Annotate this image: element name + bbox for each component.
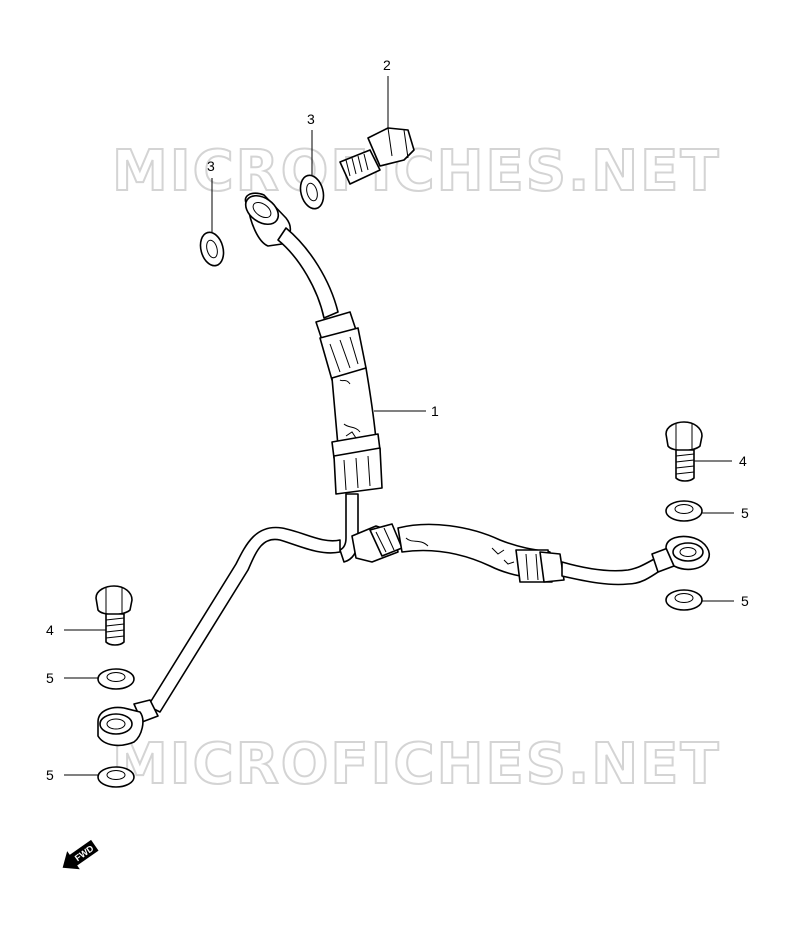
upper-crimp-collar [315, 311, 367, 381]
upper-steel-tube [277, 227, 339, 319]
right-crimp-collar [515, 549, 565, 583]
callout-2: 2 [383, 57, 391, 73]
right-banjo-fitting [665, 535, 710, 571]
callout-5-right-lower: 5 [741, 593, 749, 609]
callout-5-right-upper: 5 [741, 505, 749, 521]
callout-5-left-lower: 5 [46, 767, 54, 783]
washer-5-left-upper [97, 668, 135, 690]
right-steel-line [561, 555, 665, 586]
bolt-4-right [665, 421, 703, 482]
forward-arrow-icon: FWD [62, 839, 99, 870]
union-bolt [339, 127, 415, 185]
bolt-4-left [95, 585, 133, 646]
washer-5-right-upper [665, 500, 703, 522]
left-banjo-fitting [97, 706, 144, 747]
lower-crimp-collar [331, 433, 383, 495]
washer-5-left-lower [97, 766, 135, 788]
callout-4-right: 4 [739, 453, 747, 469]
callout-5-left-upper: 5 [46, 670, 54, 686]
oil-hose-assembly [97, 192, 710, 747]
callout-1: 1 [431, 403, 439, 419]
callout-3-left: 3 [207, 158, 215, 174]
callout-4-left: 4 [46, 622, 54, 638]
upper-banjo-fitting [244, 192, 292, 247]
washer-5-right-lower [665, 589, 703, 611]
washer-3-right [299, 174, 325, 210]
watermark-bottom: MICROFICHES.NET [112, 732, 721, 797]
callout-3-right: 3 [307, 111, 315, 127]
watermark-top: MICROFICHES.NET [112, 139, 721, 204]
washer-3-left [199, 231, 225, 267]
junction-tee-fitting [351, 523, 403, 563]
left-steel-line [147, 526, 341, 713]
leader-lines [64, 76, 734, 776]
